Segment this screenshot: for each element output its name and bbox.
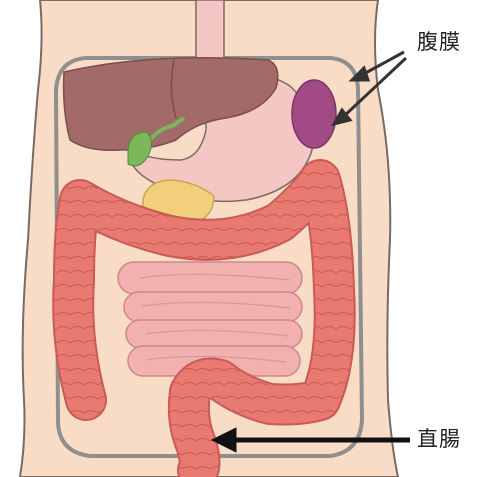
peritoneum-label: 腹膜 <box>417 26 461 56</box>
spleen <box>292 80 336 148</box>
rectum-label: 直腸 <box>417 423 461 453</box>
